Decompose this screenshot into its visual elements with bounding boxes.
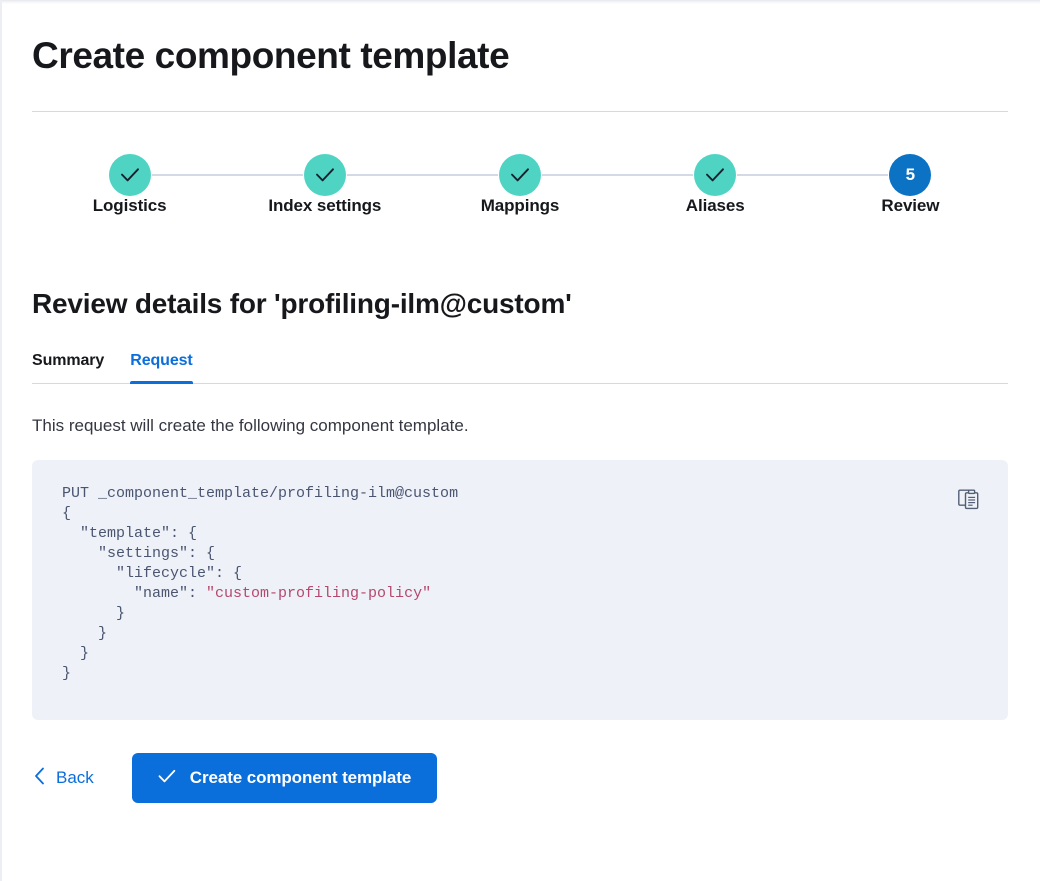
create-component-template-label: Create component template: [189, 768, 412, 787]
step-label: Aliases: [685, 196, 745, 215]
code-key: "name":: [62, 585, 207, 602]
back-button[interactable]: Back: [32, 763, 96, 794]
back-button-label: Back: [56, 768, 94, 787]
step-connector-right: [346, 174, 423, 176]
code-line: }: [62, 645, 90, 662]
code-line: }: [62, 665, 72, 682]
tab-summary[interactable]: Summary: [32, 352, 104, 383]
title-divider: [32, 111, 1008, 112]
step-connector-left: [422, 174, 499, 176]
code-line: "settings": {: [62, 545, 216, 562]
step-label: Review: [881, 196, 940, 215]
check-icon: [108, 154, 151, 196]
review-heading: Review details for 'profiling-ilm@custom…: [32, 288, 572, 319]
request-code-block: PUT _component_template/profiling-ilm@cu…: [32, 460, 1008, 720]
code-line: PUT _component_template/profiling-ilm@cu…: [62, 485, 459, 502]
step-mappings[interactable]: Mappings: [422, 154, 618, 216]
code-line: }: [62, 605, 126, 622]
check-icon: [694, 154, 737, 196]
step-connector-right: [737, 174, 813, 176]
step-label: Index settings: [268, 196, 382, 215]
step-aliases[interactable]: Aliases: [617, 154, 813, 216]
step-connector-right: [542, 174, 618, 176]
code-line: "template": {: [62, 525, 198, 542]
code-line: "lifecycle": {: [62, 565, 243, 582]
step-label: Mappings: [480, 196, 560, 215]
code-string-value: "custom-profiling-policy": [206, 585, 432, 602]
request-description: This request will create the following c…: [32, 416, 469, 435]
chevron-left-icon: [34, 767, 45, 790]
code-line: {: [62, 505, 72, 522]
step-connector-left: [227, 174, 303, 176]
page-title: Create component template: [32, 35, 510, 76]
check-icon: [303, 154, 346, 196]
tab-request[interactable]: Request: [130, 352, 194, 384]
step-connector-left: [812, 174, 889, 176]
create-component-template-button[interactable]: Create component template: [131, 753, 438, 803]
step-connector-right: [151, 174, 228, 176]
request-code: PUT _component_template/profiling-ilm@cu…: [62, 484, 978, 684]
step-label: Logistics: [92, 196, 167, 215]
check-icon: [499, 154, 541, 196]
step-index-settings[interactable]: Index settings: [227, 154, 423, 216]
step-logistics[interactable]: Logistics: [32, 154, 228, 216]
review-tabs: Summary Request: [32, 352, 1008, 384]
code-line: }: [62, 625, 108, 642]
copy-clipboard-icon[interactable]: [958, 486, 980, 510]
step-number: 5: [889, 154, 932, 196]
wizard-actions: Back Create component template: [32, 753, 1008, 803]
step-connector-left: [617, 174, 694, 176]
check-icon: [158, 768, 176, 788]
